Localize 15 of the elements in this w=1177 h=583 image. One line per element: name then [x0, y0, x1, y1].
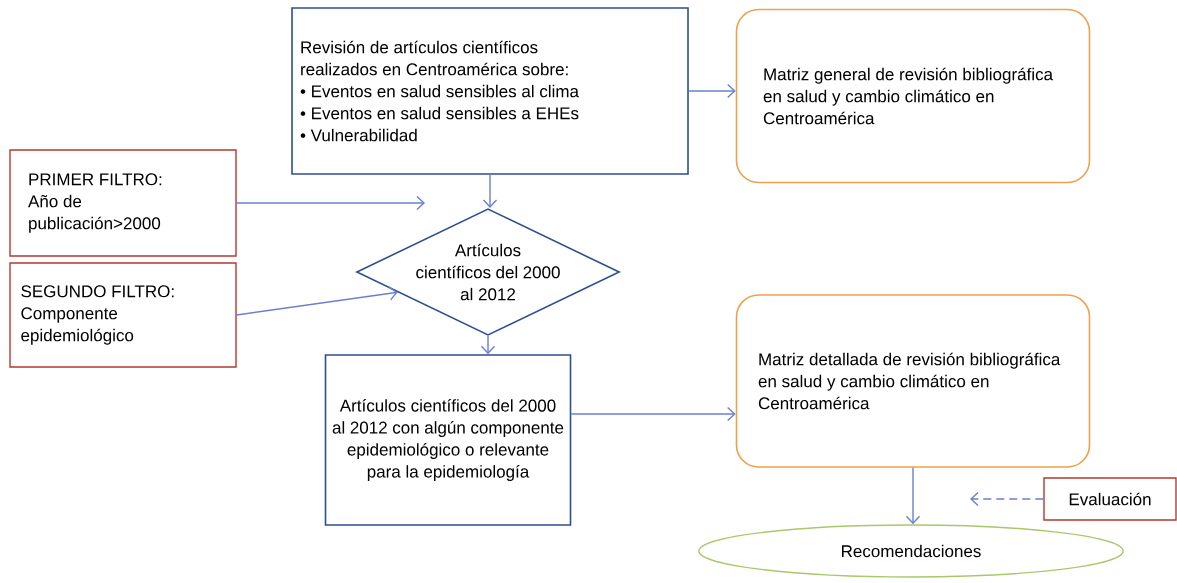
arrow [688, 83, 736, 99]
arrow [236, 286, 398, 316]
filter-box: PRIMER FILTRO: Año de publicación>2000 [9, 149, 237, 257]
process-box: Artículos científicos del 2000 al 2012 con algún componente epidemiológico o relevante para la epidemiología [324, 354, 572, 526]
arrow [480, 335, 496, 355]
arrow [236, 195, 425, 211]
filter-box: SEGUNDO FILTRO: Componente epidemiológico [9, 262, 237, 368]
arrow [905, 467, 921, 525]
output-box: Matriz detallada de revisión bibliográfica en salud y cambio climático en Centroamérica [735, 294, 1091, 468]
arrow [570, 406, 736, 422]
arrow [482, 174, 498, 208]
output-box: Matriz general de revisión bibliográfica en salud y cambio climático en Centroamérica [735, 8, 1091, 184]
arrow [970, 491, 1044, 507]
process-box: Revisión de artículos científicos realizados en Centroamérica sobre: • Eventos en salud sensibles al clima • Eventos en salud sensibles a EHEs • Vulnerabilidad [291, 7, 689, 175]
input-box: Evaluación [1043, 477, 1177, 521]
